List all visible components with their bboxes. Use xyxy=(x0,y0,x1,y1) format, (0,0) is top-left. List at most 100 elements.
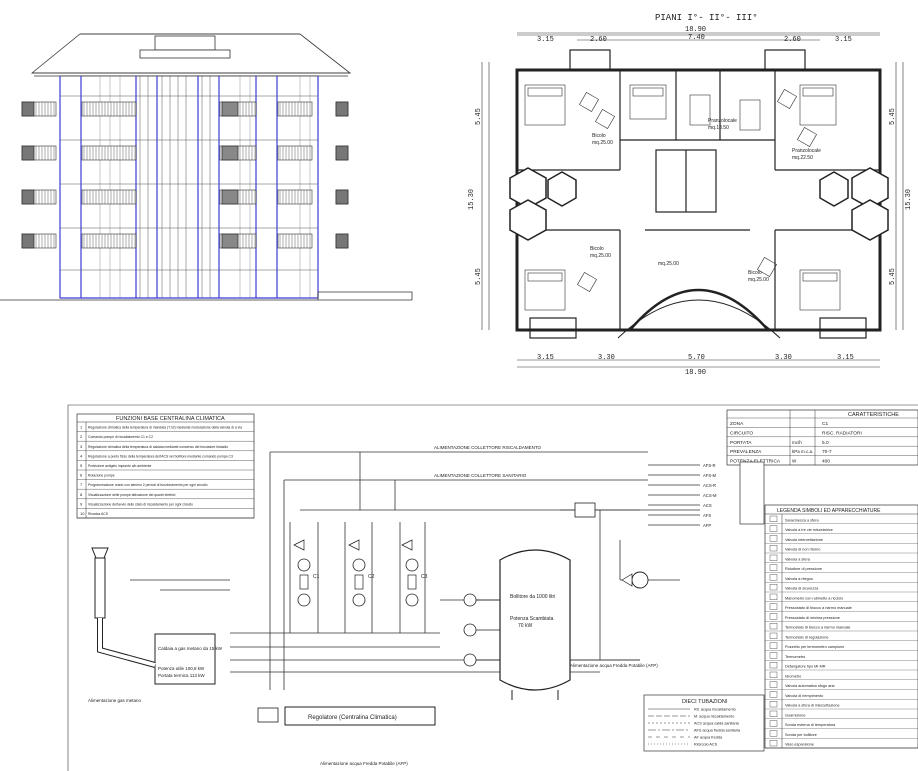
char-label: ZONA xyxy=(730,421,744,427)
legend-text: Sonda per bollitore xyxy=(785,733,817,737)
pump-label: C3 xyxy=(421,574,428,580)
plan-bottom-dim-1: 3.15 xyxy=(537,354,554,362)
room-name: Bicolo xyxy=(590,246,604,252)
legend-symbol-icon xyxy=(769,662,778,669)
legend-text: Termometro xyxy=(785,655,805,659)
function-text: Visualizzazione delle pompe attivazione … xyxy=(88,493,176,497)
plan-left-total: 15.30 xyxy=(468,189,476,210)
legend-symbol-icon xyxy=(769,593,778,600)
function-text: Visualizzazione dell'avvio dello stato d… xyxy=(88,502,193,506)
char-label: PREVALENZA xyxy=(730,449,762,455)
room-area: mq.18.50 xyxy=(708,125,729,131)
plan-right-total: 15.30 xyxy=(905,189,913,210)
plan-furniture xyxy=(524,84,841,311)
function-number: 6 xyxy=(80,473,83,478)
arrival-label: Alimentazione acqua Fredda Potabile (AFP… xyxy=(570,663,658,668)
output-label: AFS-R xyxy=(703,463,716,468)
output-label: AFS-M xyxy=(703,473,717,478)
legend-title: LEGENDA SIMBOLI ED APPARECCHIATURE xyxy=(777,508,881,514)
pump-label: C2 xyxy=(368,574,375,580)
pipe-legend-title: DIECI TUBAZIONI xyxy=(682,699,728,705)
plan-top-inner: 7.40 xyxy=(688,34,705,42)
balcony xyxy=(81,233,137,249)
legend-text: Vaso espansione xyxy=(785,743,814,747)
armchair-icon xyxy=(595,109,615,129)
output-label: AFP xyxy=(703,523,711,528)
function-number: 9 xyxy=(80,501,83,506)
char-label: PORTATA xyxy=(730,440,752,446)
pipe-legend-text: Rit. acqua riscaldamento xyxy=(694,708,736,712)
pipe-legend-text: Ricircolo ACS xyxy=(694,743,718,747)
gas-label: Alimentazione gas metano xyxy=(88,698,142,703)
armchair-icon xyxy=(797,127,817,147)
legend-text: Pressostato di minima pressione xyxy=(785,616,840,620)
plan-top-total: 18.90 xyxy=(685,26,706,34)
legend-text: Sonda esterna di temperatura xyxy=(785,723,836,727)
room-area: mq.25.00 xyxy=(590,253,611,259)
plan-left-dim-2: 5.45 xyxy=(475,268,483,285)
regulator-label: Regolatore (Centralina Climatica) xyxy=(308,715,397,721)
char-value: 70-7 xyxy=(822,449,832,455)
function-number: 1 xyxy=(80,425,83,430)
balcony xyxy=(277,233,313,249)
boiler: Caldaia a gas metano da 15 kW Potenza ut… xyxy=(91,547,223,685)
legend-symbol-icon xyxy=(769,515,778,522)
function-number: 10 xyxy=(80,511,85,516)
note-1: ALIMENTAZIONE COLLETTORE RISCALDAMENTO xyxy=(434,445,542,450)
armchair-icon xyxy=(757,257,777,277)
plan-left-dim-1: 5.45 xyxy=(475,108,483,125)
function-number: 5 xyxy=(80,463,83,468)
legend-symbol-icon xyxy=(769,535,778,542)
legend-text: Valvola a tre vie miscelatrice xyxy=(785,528,833,532)
plan-top-dim-4: 3.15 xyxy=(835,36,852,44)
elevation-floors xyxy=(21,95,349,271)
balcony xyxy=(81,145,137,161)
legend-symbol-icon xyxy=(769,740,778,747)
legend-text: Valvola automatica sfogo aria xyxy=(785,684,835,688)
legend-text: Guarnizione xyxy=(785,713,805,717)
room-name: Bicolo xyxy=(748,270,762,276)
char-label: POTENZA ELETTRICA xyxy=(730,459,781,465)
char-value: 5.0 xyxy=(822,440,829,446)
function-number: 4 xyxy=(80,453,83,458)
legend-text: Saracinesca a sfera xyxy=(785,518,819,522)
legend-symbol-icon xyxy=(769,671,778,678)
legend-text: Valvola intercettazione xyxy=(785,538,823,542)
legend-text: Pozzetto per termometro campione xyxy=(785,645,844,649)
legend-text: Valvola a sfera di intercettazione xyxy=(785,704,840,708)
function-number: 2 xyxy=(80,434,83,439)
function-number: 3 xyxy=(80,444,83,449)
output-label: AFS xyxy=(703,513,711,518)
legend-symbol-icon xyxy=(769,564,778,571)
legend-table: LEGENDA SIMBOLI ED APPARECCHIATURE Sarac… xyxy=(764,504,918,749)
legend-text: Valvola di sicurezza xyxy=(785,587,819,591)
room-area: mq.25.00 xyxy=(658,261,679,267)
function-text: Ricarica ACS xyxy=(88,512,109,516)
legend-symbol-icon xyxy=(769,613,778,620)
legend-symbol-icon xyxy=(769,652,778,659)
char-title: CARATTERISTICHE xyxy=(848,412,899,418)
functions-title: FUNZIONI BASE CENTRALINA CLIMATICA xyxy=(116,416,225,422)
armchair-icon xyxy=(579,92,599,112)
char-value: RISC. RADIATORI xyxy=(822,430,862,436)
bathroom-fixture xyxy=(689,94,711,126)
char-value: C1 xyxy=(822,421,828,427)
bed-icon xyxy=(799,84,837,126)
legend-text: Valvola di riempimento xyxy=(785,694,823,698)
legend-symbol-icon xyxy=(769,554,778,561)
regulator[interactable]: Regolatore (Centralina Climatica) xyxy=(284,706,436,726)
electrical-box xyxy=(257,707,279,723)
legend-symbol-icon xyxy=(769,603,778,610)
circulation-pump: C2 xyxy=(348,539,375,607)
plan-title: PIANI I°- II°- III° xyxy=(655,13,758,23)
bed-icon xyxy=(629,84,667,120)
plan-bottom-dim-5: 3.15 xyxy=(837,354,854,362)
tank-power2: 70 kW xyxy=(518,623,532,629)
room-area: mq.22.50 xyxy=(792,155,813,161)
plan-top-dim-3: 2.60 xyxy=(784,36,801,44)
plan-bottom-total: 18.90 xyxy=(685,369,706,377)
room-area: mq.25.00 xyxy=(748,277,769,283)
